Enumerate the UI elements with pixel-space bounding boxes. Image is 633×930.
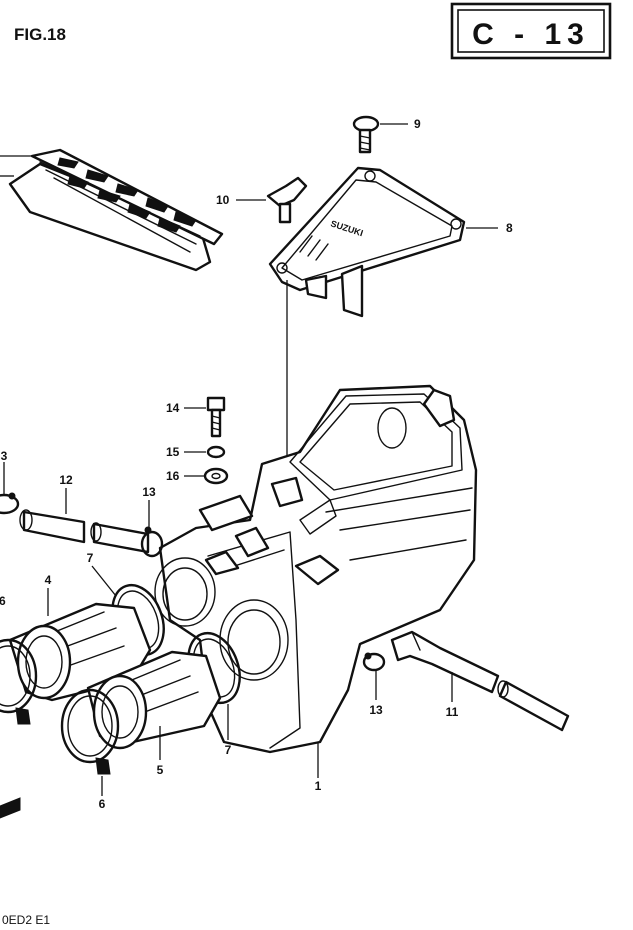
- figure-label: FIG.18: [14, 25, 66, 44]
- callout-6-left: 6: [0, 594, 6, 608]
- wing-bolt-10: [236, 176, 308, 224]
- bolt-14: [184, 396, 226, 438]
- callout-15: 15: [166, 445, 180, 459]
- callout-16: 16: [166, 469, 180, 483]
- washer-16: [184, 467, 229, 485]
- clamp-3: [0, 462, 20, 515]
- callout-14: 14: [166, 401, 180, 415]
- air-filter-element: [0, 148, 224, 272]
- callout-13-upper: 13: [142, 485, 156, 499]
- clamp-13-lower: [362, 652, 386, 700]
- clamp-13-upper: [140, 500, 164, 558]
- page-code: C - 13: [472, 18, 590, 51]
- footer-code: 0ED2 E1: [2, 913, 50, 927]
- case-cover-8: SUZUKI: [268, 166, 498, 318]
- hose-clamp-6-right: [60, 688, 120, 796]
- callout-8: 8: [506, 221, 513, 235]
- breather-hose-12: [19, 488, 86, 544]
- callout-10: 10: [216, 193, 230, 207]
- callout-5: 5: [157, 763, 164, 777]
- callout-7-upper: 7: [87, 551, 94, 565]
- washer-15: [184, 445, 226, 459]
- corner-mark: [0, 797, 21, 819]
- hose-short: [90, 522, 150, 554]
- hose-clamp-6-left: [0, 638, 38, 725]
- callout-6-right: 6: [99, 797, 106, 811]
- callout-4: 4: [45, 573, 52, 587]
- callout-7-lower: 7: [225, 743, 232, 757]
- screw-9: [352, 115, 408, 154]
- drain-hose-11: [390, 630, 570, 732]
- callout-12: 12: [59, 473, 73, 487]
- intake-pipe-5: [86, 650, 222, 760]
- callout-1: 1: [315, 779, 322, 793]
- callout-3: 3: [1, 449, 8, 463]
- callout-9: 9: [414, 117, 421, 131]
- page-code-box: C - 13: [450, 2, 612, 60]
- callout-13-lower: 13: [369, 703, 383, 717]
- callout-11: 11: [446, 705, 459, 719]
